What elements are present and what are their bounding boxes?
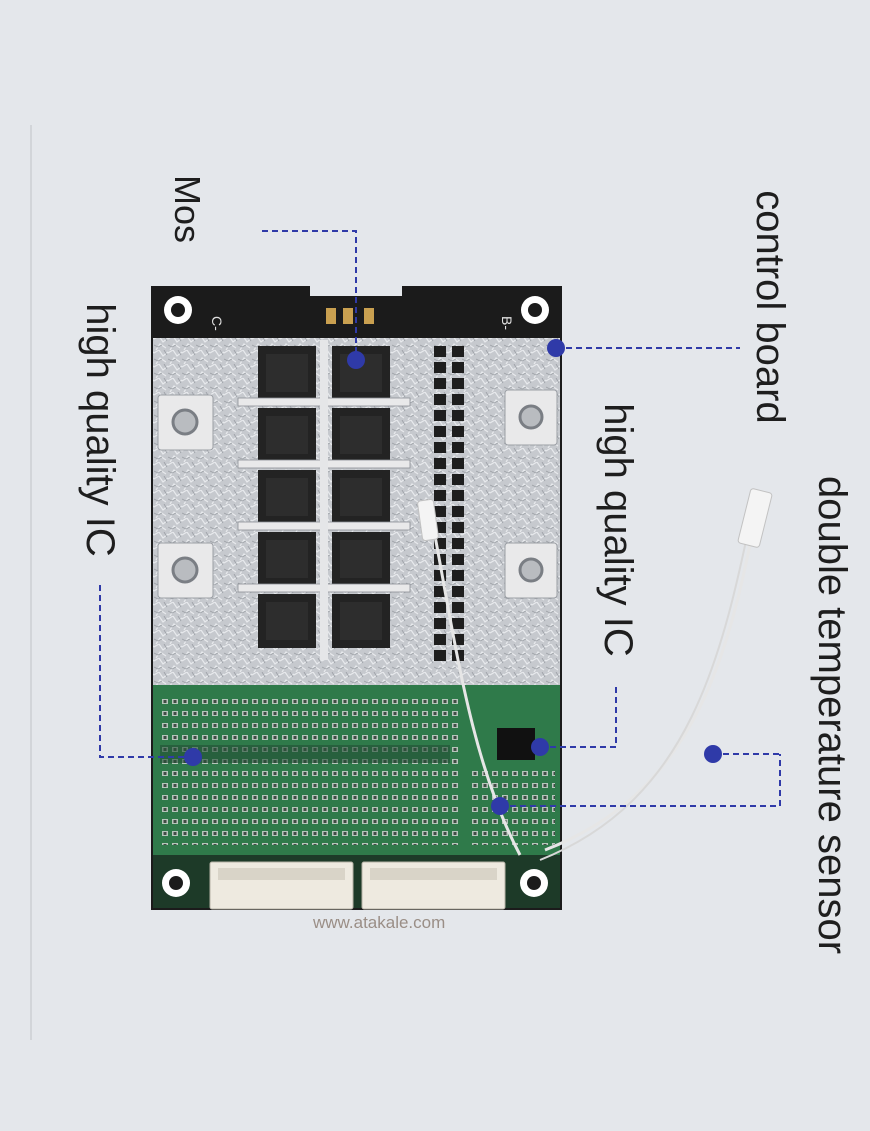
- balance-ic-row: [160, 745, 450, 763]
- smd-resistor: [452, 506, 464, 517]
- smd-resistor: [434, 602, 446, 613]
- label-mos: Mos: [167, 174, 208, 243]
- control-ic-chip: [497, 728, 535, 760]
- smd-resistor: [434, 426, 446, 437]
- sensor-probe-top: [417, 498, 439, 542]
- smd-resistor: [434, 586, 446, 597]
- smd-resistor: [452, 378, 464, 389]
- smd-resistor: [434, 442, 446, 453]
- bolt-hole-icon: [518, 557, 544, 583]
- smd-resistor: [452, 570, 464, 581]
- smd-cluster-right: [470, 770, 555, 845]
- smd-resistor: [452, 474, 464, 485]
- smd-resistor: [434, 394, 446, 405]
- smd-resistor: [434, 538, 446, 549]
- mosfet-chip: [258, 408, 316, 462]
- smd-resistor: [452, 618, 464, 629]
- smd-resistor: [434, 570, 446, 581]
- terminal-right-lower: [504, 542, 558, 599]
- watermark-text: www.atakale.com: [313, 913, 446, 932]
- mosfet-chip: [258, 470, 316, 524]
- leader-hqic-right: [540, 685, 617, 748]
- smd-resistor: [452, 362, 464, 373]
- smd-resistor: [452, 490, 464, 501]
- marker-dot-control-board: [547, 339, 565, 357]
- leader-hqic-left: [99, 585, 193, 758]
- top-resistor: [326, 308, 336, 324]
- smd-resistor: [452, 458, 464, 469]
- smd-resistor: [434, 458, 446, 469]
- top-resistor: [364, 308, 374, 324]
- balance-connectors: [209, 861, 506, 910]
- smd-resistor: [452, 410, 464, 421]
- mosfet-chip: [332, 594, 390, 648]
- smd-resistor: [434, 634, 446, 645]
- marker-dot-mos: [347, 351, 365, 369]
- marker-dots: [184, 339, 722, 815]
- mosfet-chip: [258, 346, 316, 400]
- smd-resistor: [452, 602, 464, 613]
- smd-resistor: [452, 442, 464, 453]
- mosfet-chip: [258, 532, 316, 586]
- smd-resistor: [434, 346, 446, 357]
- marker-dot-dts-wire: [704, 745, 722, 763]
- smd-resistor: [434, 618, 446, 629]
- label-high-quality-ic-left: high quality IC: [78, 303, 122, 557]
- smd-resistor: [434, 650, 446, 661]
- mosfet-chip: [332, 470, 390, 524]
- terminal-left-upper: [157, 394, 214, 451]
- smd-resistor: [452, 426, 464, 437]
- label-high-quality-ic-right: high quality IC: [596, 403, 640, 657]
- smd-resistor: [434, 490, 446, 501]
- temperature-sensor-wires: [430, 494, 762, 861]
- terminal-left-lower: [157, 542, 214, 599]
- smd-resistor: [434, 506, 446, 517]
- bolt-hole-icon: [171, 408, 199, 436]
- smd-resistor: [452, 394, 464, 405]
- sensor-probe-right: [737, 488, 773, 548]
- marker-dot-dts-board: [491, 797, 509, 815]
- smd-resistor: [452, 538, 464, 549]
- silk-b-minus: B-: [499, 316, 515, 330]
- leader-mos: [262, 230, 357, 360]
- smd-resistor: [434, 378, 446, 389]
- top-resistor: [343, 308, 353, 324]
- bolt-hole-icon: [518, 404, 544, 430]
- mosfet-chip: [332, 408, 390, 462]
- marker-dot-hqic-right: [531, 738, 549, 756]
- resistor-column: [434, 346, 464, 661]
- marker-dot-hqic-left: [184, 748, 202, 766]
- smd-resistor: [452, 634, 464, 645]
- mosfet-chip: [332, 532, 390, 586]
- silk-c-minus: C-: [209, 316, 225, 331]
- smd-resistor: [434, 362, 446, 373]
- bolt-hole-icon: [171, 556, 199, 584]
- smd-resistor: [434, 410, 446, 421]
- smd-resistor: [452, 346, 464, 357]
- leader-dts-lower: [500, 754, 781, 807]
- label-double-temperature-sensor: double temperature sensor: [810, 475, 854, 955]
- center-rail: [320, 340, 328, 660]
- terminal-right-upper: [504, 389, 558, 446]
- smd-resistor: [452, 586, 464, 597]
- smd-resistor: [434, 474, 446, 485]
- smd-resistor: [452, 522, 464, 533]
- smd-resistor: [434, 522, 446, 533]
- smd-resistor: [452, 554, 464, 565]
- leader-lines: [99, 230, 783, 807]
- frame-line-left: [30, 125, 32, 1040]
- label-control-board: control board: [748, 190, 792, 424]
- smd-cluster-left: [160, 695, 460, 845]
- mounting-holes: [162, 296, 549, 897]
- mosfet-chip: [258, 594, 316, 648]
- mosfet-array: [237, 340, 411, 660]
